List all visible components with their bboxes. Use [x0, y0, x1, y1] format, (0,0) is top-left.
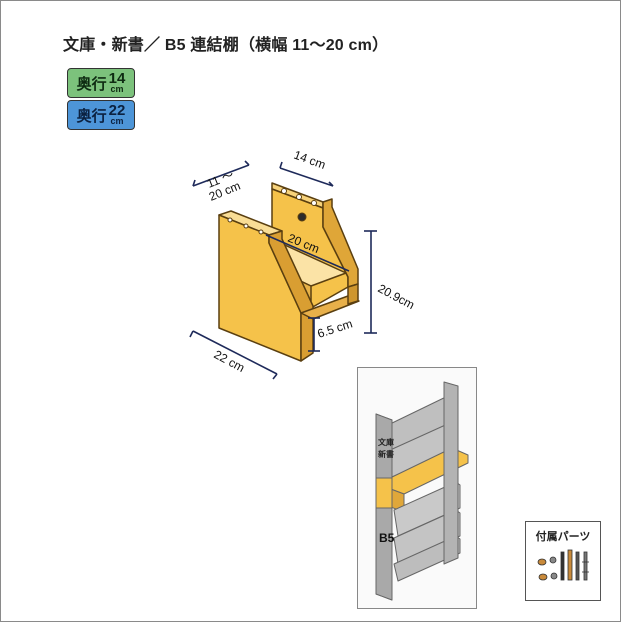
dowel-icon	[537, 558, 547, 566]
thumb-label-b5: B5	[379, 531, 395, 545]
screw-hole	[258, 229, 264, 235]
bookshelf-thumbnail: 文庫 新書 B5	[358, 368, 476, 608]
thumb-label-top-2: 新書	[378, 449, 394, 459]
parts-label: 付属パーツ	[535, 531, 591, 543]
thumb-label-top: 文庫	[378, 437, 394, 447]
shelf-height-label: 6.5 cm	[316, 316, 355, 340]
included-parts-box: 付属パーツ	[525, 521, 601, 601]
screw-hole	[281, 188, 287, 194]
shelf-unit	[218, 182, 360, 362]
depth-badge-value: 14 cm	[108, 69, 126, 94]
depth-badge-label: 奥行	[76, 75, 107, 93]
highlight-front-face	[375, 477, 393, 509]
bolt-icon	[560, 551, 565, 581]
front-panel-side	[268, 230, 314, 362]
screw-hole	[227, 217, 233, 223]
depth-top-label: 14 cm	[292, 148, 328, 172]
screw-hole	[296, 194, 302, 200]
parts-illustration	[537, 549, 589, 581]
dowel-pin-icon	[567, 549, 573, 581]
depth-14-badge[interactable]: 奥行 14 cm	[67, 68, 135, 98]
screw-holes	[227, 188, 317, 235]
depth-badge-value: 22 cm	[108, 101, 126, 126]
screw-hole	[243, 223, 249, 229]
connector-hole	[297, 212, 307, 222]
page-title: 文庫・新書／ B5 連結棚（横幅 11～20 cm）	[63, 37, 389, 54]
hardware-icons	[537, 549, 589, 581]
bolt-icon	[583, 551, 588, 581]
cam-lock-icon	[549, 556, 557, 564]
depth-22-badge[interactable]: 奥行 22 cm	[67, 100, 135, 130]
shelf-foot-side	[347, 283, 359, 305]
height-label: 20.9cm	[376, 281, 417, 312]
dowel-icon	[538, 573, 548, 581]
cam-lock-icon	[550, 572, 558, 580]
right-side-panel	[443, 381, 459, 565]
depth-bottom-label: 22 cm	[212, 347, 247, 375]
bolt-icon	[575, 551, 580, 581]
shelf-foot	[300, 295, 360, 320]
screw-hole	[311, 200, 317, 206]
dimension-lines	[189, 160, 377, 380]
depth-badge-label: 奥行	[76, 107, 107, 125]
placement-thumbnail: 文庫 新書 B5	[357, 367, 477, 609]
